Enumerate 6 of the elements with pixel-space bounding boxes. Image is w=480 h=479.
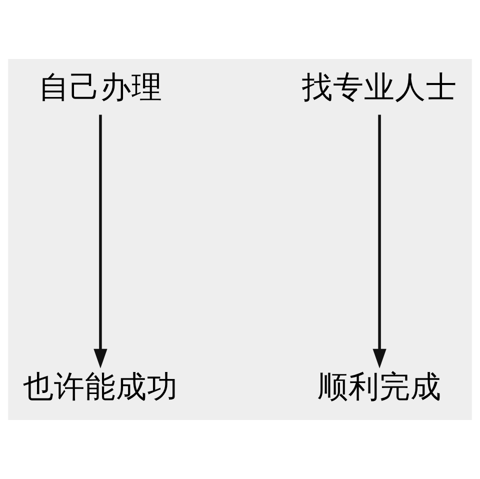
node-text: 顺利完成 (318, 370, 442, 406)
node-text: 找专业人士 (302, 70, 458, 106)
arrow (94, 114, 108, 368)
node-text: 也许能成功 (22, 370, 178, 406)
arrow (372, 114, 386, 368)
node-text: 自己办理 (38, 70, 162, 106)
